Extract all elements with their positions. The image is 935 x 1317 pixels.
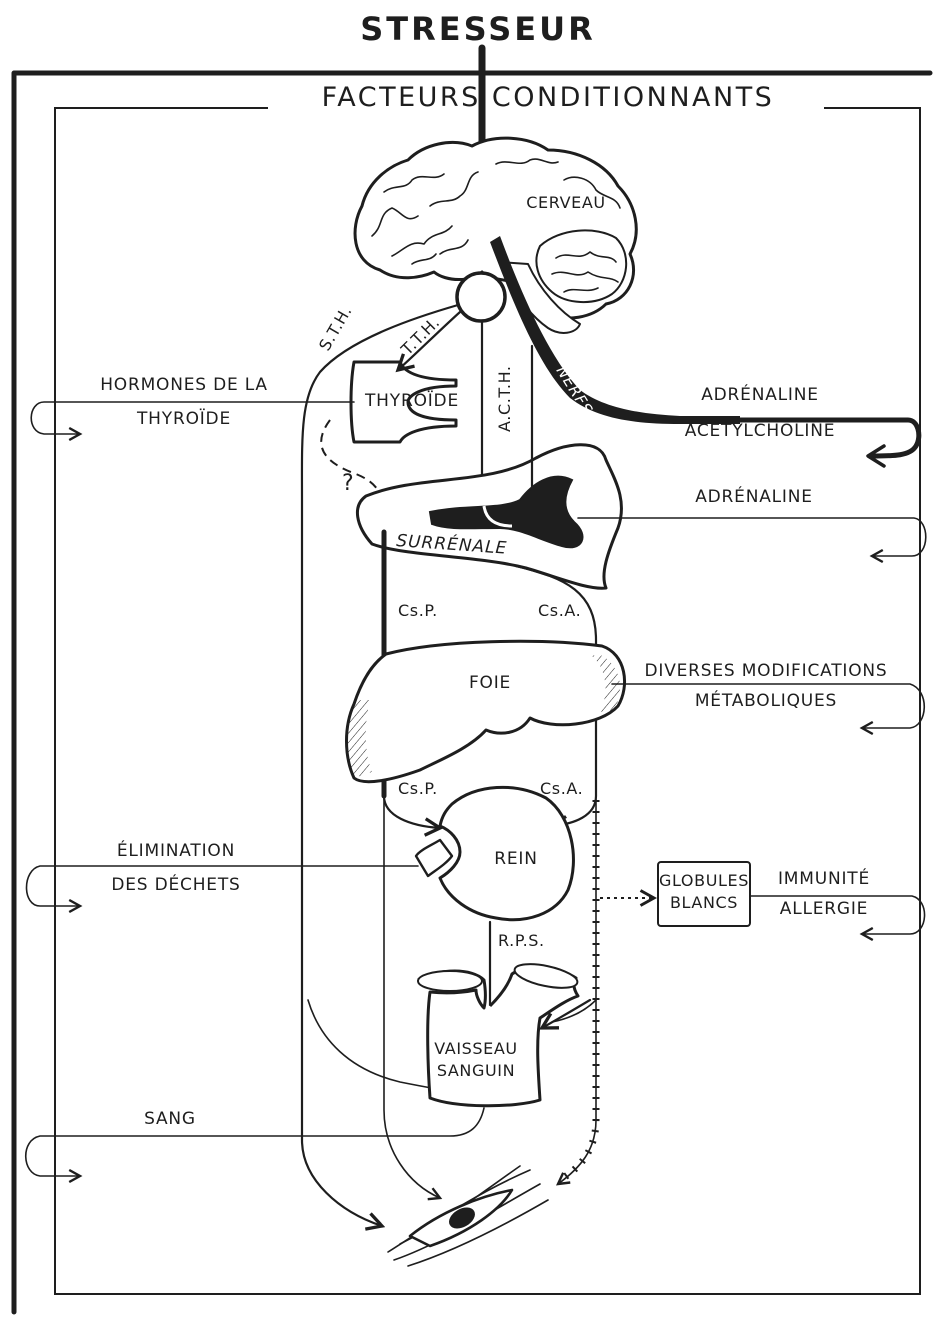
frame-label: FACTEURS CONDITIONNANTS [322,82,775,113]
thyroid-hormones-line1: HORMONES DE LA [100,375,268,395]
white-cells-line1: GLOBULES [659,871,749,890]
brain-illustration [355,138,636,333]
nerves-label: NERFS [553,363,597,419]
pituitary-gland [457,273,505,321]
white-cells-line2: BLANCS [670,893,738,912]
acetylcholine-label: ACÉTYLCHOLINE [685,419,836,441]
immunity-label: IMMUNITÉ [778,867,870,889]
allergy-label: ALLERGIE [780,899,868,919]
thyroid-hormones-line2: THYROÏDE [136,408,231,429]
rps-label: R.P.S. [498,931,545,950]
kidney-label: REIN [494,849,537,869]
brain-label: CERVEAU [526,193,605,212]
metabolic-line1: DIVERSES MODIFICATIONS [644,661,887,681]
csa-upper-label: Cs.A. [538,601,581,620]
question-mark: ? [342,471,354,496]
csp-lower-label: Cs.P. [398,779,438,798]
csa-lower-label: Cs.A. [540,779,583,798]
target-cell [388,1166,548,1266]
thyroid-label: THYROÏDE [364,390,459,411]
vessel-line2: SANGUIN [437,1061,515,1080]
blood-label: SANG [144,1109,196,1129]
vessel-line1: VAISSEAU [434,1039,517,1058]
adrenaline-top-label: ADRÉNALINE [701,383,819,405]
stressor-title: STRESSEUR [360,10,596,48]
sth-label: S.T.H. [315,302,356,354]
liver-label: FOIE [469,673,511,693]
waste-line1: ÉLIMINATION [117,839,235,861]
acth-label: A.C.T.H. [495,365,514,432]
metabolic-line2: MÉTABOLIQUES [695,689,837,711]
blood-vessel [418,960,579,1106]
tth-label: T.T.H. [397,313,444,360]
waste-line2: DES DÉCHETS [111,873,240,895]
liver-organ [347,641,625,781]
csp-upper-label: Cs.P. [398,601,438,620]
adrenaline-mid-label: ADRÉNALINE [695,485,813,507]
